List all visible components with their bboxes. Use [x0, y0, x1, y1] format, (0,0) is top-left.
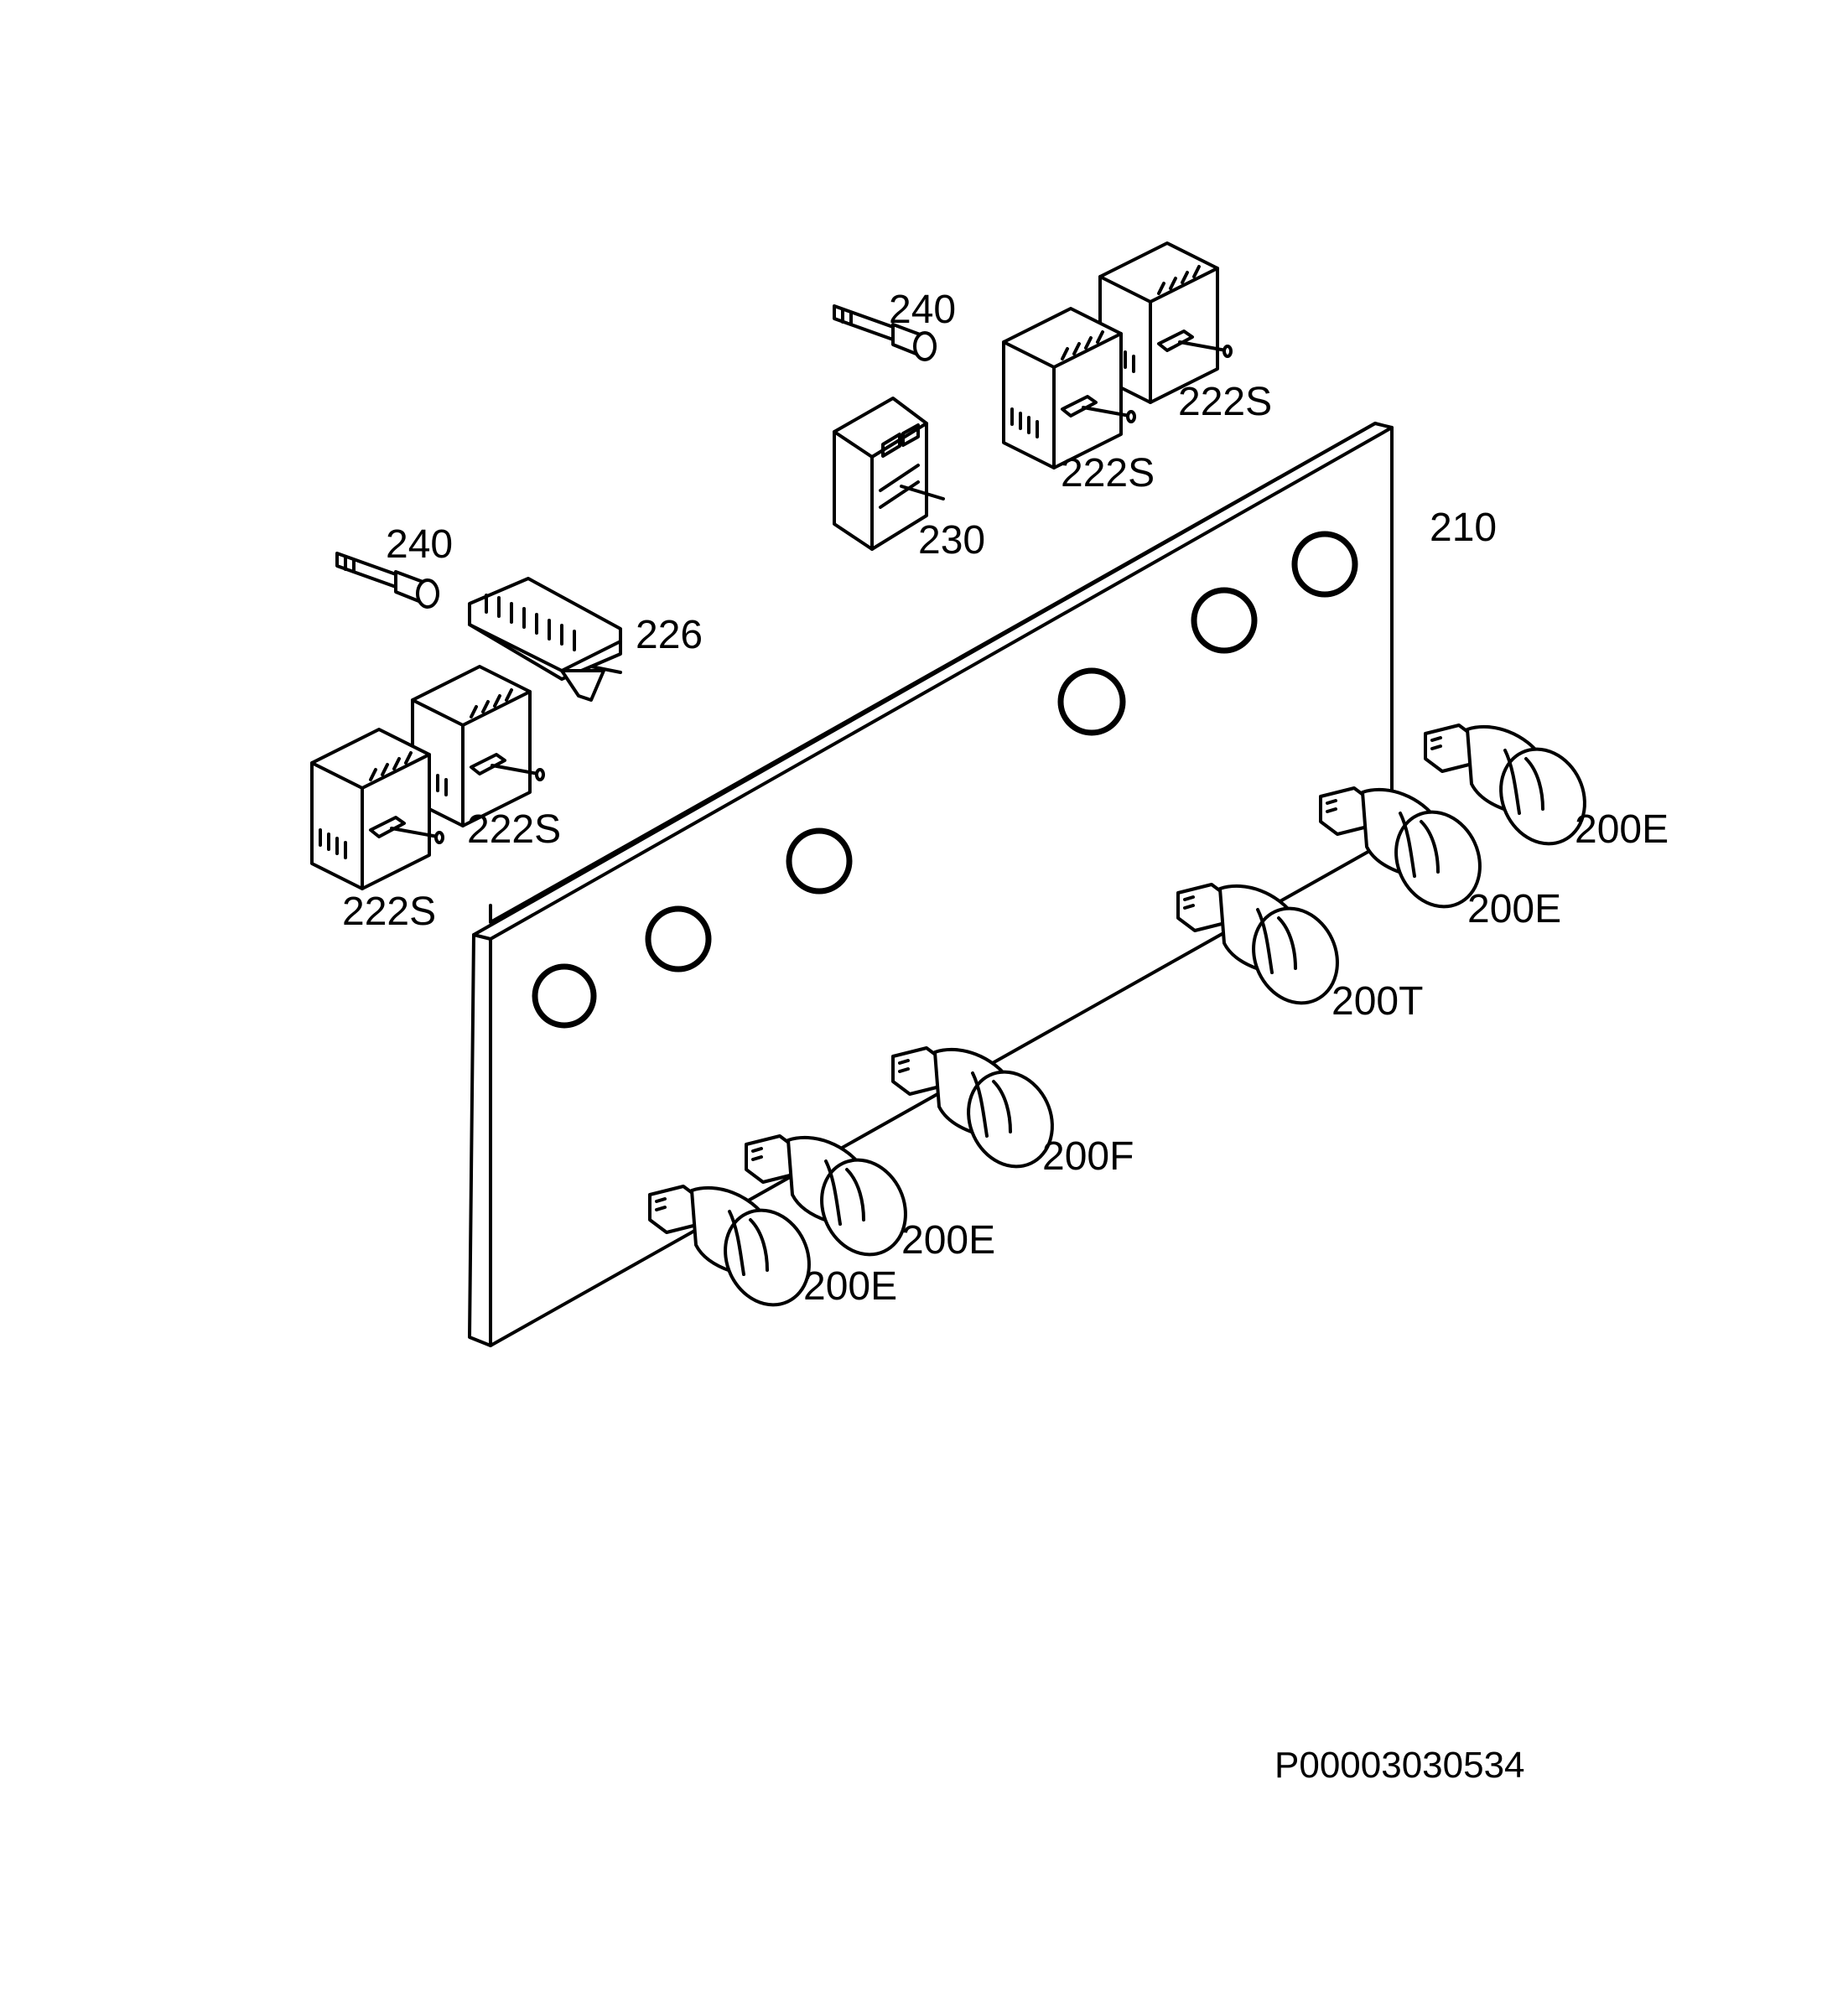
part-number: P00003030534 — [1274, 1745, 1525, 1786]
knob-200e-1 — [648, 1185, 827, 1320]
label-200t: 200T — [1331, 979, 1423, 1024]
label-210: 210 — [1430, 506, 1497, 550]
label-200f: 200F — [1042, 1134, 1134, 1179]
label-222s-right-front: 222S — [1061, 451, 1155, 495]
label-222s-left-front: 222S — [342, 890, 436, 934]
control-panel-210 — [468, 422, 1394, 1347]
knob-200t — [1176, 883, 1355, 1019]
label-240-left: 240 — [386, 522, 453, 567]
knob-200f — [891, 1046, 1070, 1182]
label-200e-1: 200E — [803, 1264, 897, 1309]
label-222s-right-back: 222S — [1178, 380, 1272, 424]
label-222s-left-back: 222S — [467, 807, 561, 852]
energy-regulator-222s-left-back — [411, 665, 545, 827]
label-226: 226 — [636, 613, 703, 657]
selector-switch-226 — [468, 577, 622, 702]
energy-regulator-222s-right-front — [1002, 307, 1136, 469]
label-200e-5: 200E — [1467, 887, 1561, 931]
regulator-230 — [833, 397, 945, 551]
label-230: 230 — [918, 518, 985, 563]
label-200e-6: 200E — [1575, 807, 1669, 852]
label-200e-2: 200E — [901, 1218, 995, 1263]
label-240-top: 240 — [889, 288, 956, 332]
energy-regulator-222s-left-front — [310, 728, 444, 890]
